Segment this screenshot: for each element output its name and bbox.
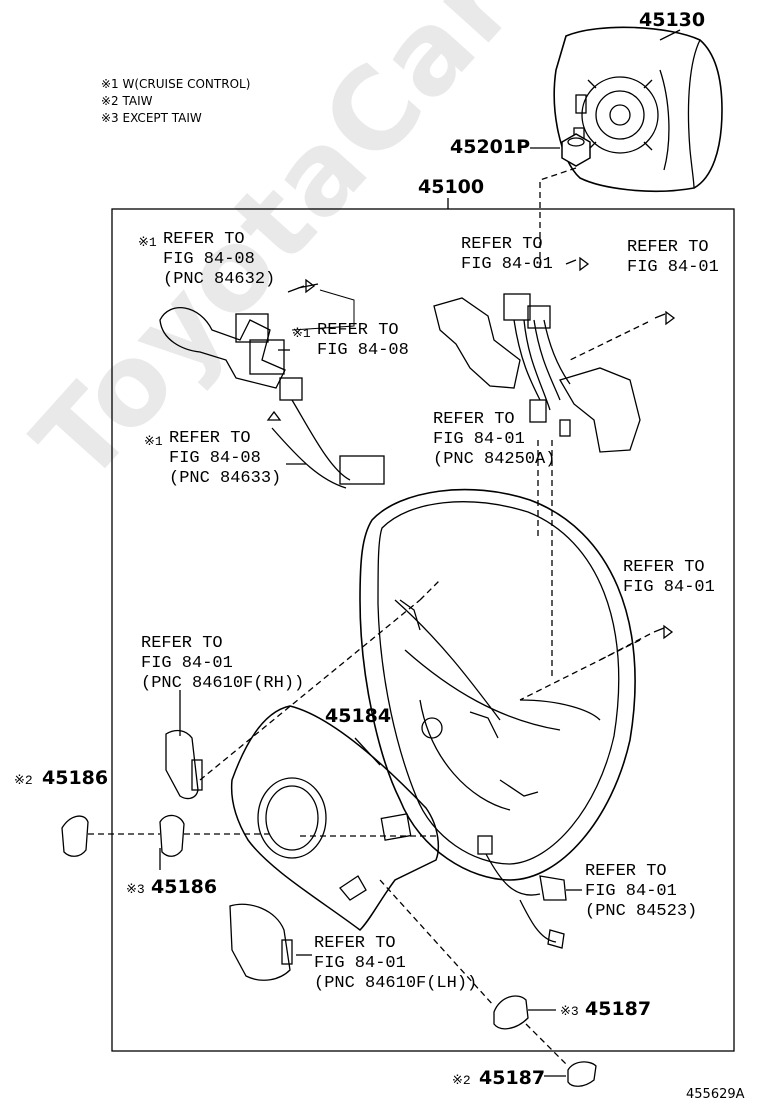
mark-45186-except: ※3	[126, 882, 145, 897]
mark-45187-except: ※3	[560, 1004, 579, 1019]
ref-8401c: REFER TO FIG 84-01	[623, 558, 715, 597]
ref-8401a: REFER TO FIG 84-01	[461, 235, 553, 274]
figure-id: 455629A	[686, 1087, 745, 1102]
ref-84610rh: REFER TO FIG 84-01 (PNC 84610F(RH))	[141, 634, 305, 693]
assembly-frame	[111, 208, 735, 1052]
mark-45186-taiw: ※2	[14, 773, 33, 788]
note-3: ※3 EXCEPT TAIW	[101, 111, 202, 125]
part-45184-label: 45184	[325, 705, 392, 727]
steering-wheel-rim	[359, 488, 636, 881]
cruise-control-switch	[159, 278, 385, 489]
nut-45201p	[530, 133, 591, 270]
part-45187-taiw-label: 45187	[479, 1067, 546, 1089]
ref-84610lh: REFER TO FIG 84-01 (PNC 84610F(LH))	[314, 934, 478, 993]
ref-84632: REFER TO FIG 84-08 (PNC 84632)	[163, 230, 276, 289]
spiral-cable-assembly	[433, 256, 676, 680]
ref-84523: REFER TO FIG 84-01 (PNC 84523)	[585, 862, 698, 921]
airbag-45130	[553, 26, 723, 193]
cover-45184	[230, 705, 440, 931]
ref-8408b: REFER TO FIG 84-08	[317, 321, 409, 360]
ref-84633: REFER TO FIG 84-08 (PNC 84633)	[169, 429, 282, 488]
part-45100-label: 45100	[418, 176, 485, 198]
cap-45186	[61, 814, 270, 870]
part-45187-except-label: 45187	[585, 998, 652, 1020]
steering-pad-switch-rh	[165, 579, 441, 800]
part-45186-except-label: 45186	[151, 876, 218, 898]
steering-pad-switch-lh	[229, 903, 312, 981]
bolt-right	[599, 624, 674, 661]
mark-ref-84633: ※1	[144, 434, 163, 449]
mark-45187-taiw: ※2	[452, 1073, 471, 1088]
ref-84250a: REFER TO FIG 84-01 (PNC 84250A)	[433, 410, 556, 469]
part-45130-label: 45130	[639, 9, 706, 31]
note-2: ※2 TAIW	[101, 94, 153, 108]
cap-45187	[379, 879, 597, 1087]
part-45186-taiw-label: 45186	[42, 767, 109, 789]
ref-8401b: REFER TO FIG 84-01	[627, 238, 719, 277]
mark-ref-8408b: ※1	[292, 326, 311, 341]
mark-ref-84632: ※1	[138, 235, 157, 250]
part-45201p-label: 45201P	[450, 136, 531, 158]
note-1: ※1 W(CRUISE CONTROL)	[101, 77, 251, 91]
wire-harness-84523	[477, 835, 582, 949]
